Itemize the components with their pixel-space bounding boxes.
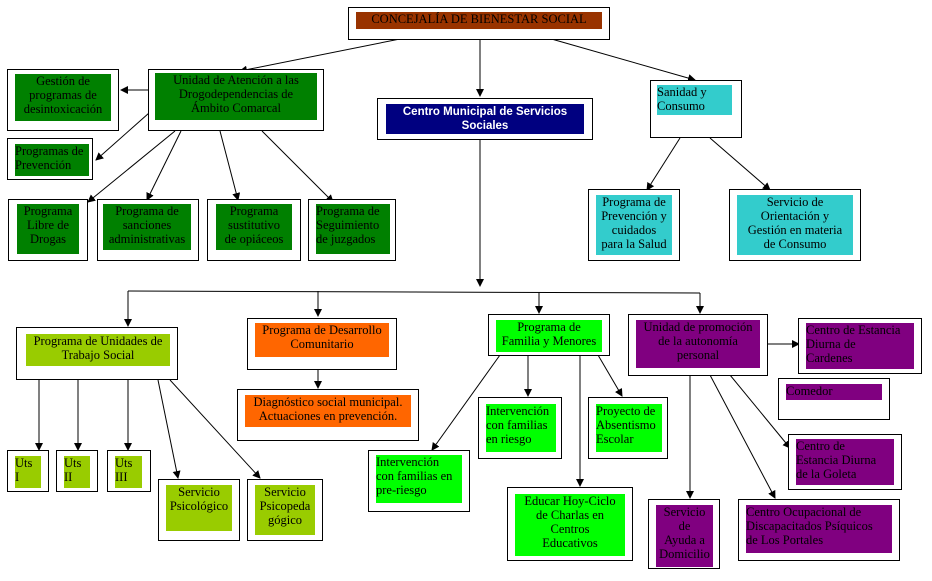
desarrollo-label: Programa de Desarrollo Comunitario <box>255 323 389 357</box>
arrow-to-sanidad <box>547 37 696 82</box>
branch-bus <box>127 290 701 294</box>
arrow-to-absentismo <box>597 354 623 397</box>
arrow-to-drogo <box>239 37 406 74</box>
drogo-label: Unidad de Atención a las Drogodependenci… <box>155 73 317 120</box>
cardenes-label: Centro de Estancia Diurna de Cardenes <box>806 323 914 369</box>
arrow-to-prevencion <box>95 112 150 161</box>
sustitutivo-label: Programa sustitutivo de opiáceos <box>216 204 292 250</box>
uts2-label: Uts II <box>64 456 90 488</box>
psicologico-label: Servicio Psicológico <box>166 485 232 531</box>
comedor-label: Comedor <box>786 384 882 400</box>
prev-salud-label: Programa de Prevención y cuidados para l… <box>596 195 672 255</box>
interv-preriesgo-label: Intervención con familias en pre-riesgo <box>376 455 462 503</box>
educar-label: Educar Hoy-Ciclo de Charlas en Centros E… <box>515 494 625 556</box>
arrow-to-seguimiento <box>261 130 334 203</box>
uts3-label: Uts III <box>115 456 142 488</box>
seguimiento-label: Programa de Seguimiento de juzgados <box>316 204 390 254</box>
ocupacional-label: Centro Ocupacional de Discapacitados Psí… <box>746 505 892 553</box>
arrow-to-orientacion <box>709 137 771 191</box>
concejalia-label: CONCEJALÍA DE BIENESTAR SOCIAL <box>356 12 602 29</box>
diagnostico-label: Diagnóstico social municipal. Actuacione… <box>245 395 411 427</box>
absentismo-label: Proyecto de Absentismo Escolar <box>596 404 662 452</box>
arrow-to-psicologico <box>157 379 181 479</box>
arrow-to-preriesgo <box>431 354 501 451</box>
goleta-label: Centro de Estancia Diurna de la Goleta <box>796 439 894 485</box>
arrow-to-sanciones <box>146 130 182 201</box>
interv-riesgo-label: Intervención con familias en riesgo <box>486 404 556 452</box>
arrow-to-psicopeda <box>169 379 261 479</box>
arrow-to-libre <box>87 130 176 203</box>
familia-label: Programa de Familia y Menores <box>496 320 602 352</box>
ayuda-label: Servicio de Ayuda a Domicilio <box>656 505 713 567</box>
arrow-to-sustitutivo <box>219 130 241 201</box>
gestion-label: Gestión de programas de desintoxicación <box>15 74 111 121</box>
sanciones-label: Programa de sanciones administrativas <box>103 204 191 250</box>
sanidad-label: Sanidad y Consumo <box>657 85 732 115</box>
arrow-to-prev-salud <box>646 137 681 191</box>
arrow-to-goleta <box>729 374 791 449</box>
centro-label: Centro Municipal de Servicios Sociales <box>386 104 584 134</box>
autonomia-label: Unidad de promoción de la autonomía pers… <box>636 320 760 368</box>
uts-prog-label: Programa de Unidades de Trabajo Social <box>26 334 170 366</box>
orientacion-label: Servicio de Orientación y Gestión en mat… <box>737 195 853 255</box>
prevencion-label: Programas de Prevención <box>15 144 89 176</box>
uts1-label: Uts I <box>15 456 41 488</box>
psicopeda-label: Servicio Psicopeda gógico <box>255 485 315 535</box>
libre-label: Programa Libre de Drogas <box>17 204 79 254</box>
arrow-to-ocupacional <box>709 374 776 499</box>
